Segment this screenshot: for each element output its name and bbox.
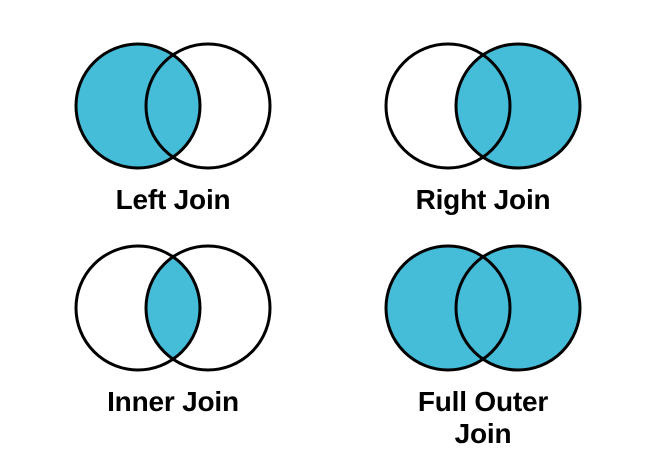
venn-svg-right-join: [384, 42, 582, 170]
region-intersection: [146, 246, 200, 370]
panel-full-outer-join: Full Outer Join: [328, 238, 638, 451]
region-right-only: [456, 246, 580, 370]
circle-right-outline: [144, 244, 272, 372]
circle-right-outline: [454, 244, 582, 372]
venn-left-join: [58, 36, 288, 176]
venn-svg-inner-join: [74, 244, 272, 372]
region-intersection: [146, 44, 200, 168]
circle-right-outline: [454, 42, 582, 170]
venn-inner-join: [58, 238, 288, 378]
venn-svg-full-outer-join: [384, 244, 582, 372]
panel-left-join: Left Join: [18, 36, 328, 216]
circle-left-outline: [74, 42, 202, 170]
panel-inner-join: Inner Join: [18, 238, 328, 418]
circle-right-outline: [144, 42, 272, 170]
venn-right-join: [368, 36, 598, 176]
label-right-join: Right Join: [415, 184, 551, 215]
region-intersection: [456, 44, 510, 168]
label-full-outer-join: Full Outer Join: [417, 386, 549, 450]
circle-left-outline: [384, 244, 512, 372]
circle-left-outline: [384, 42, 512, 170]
panel-right-join: Right Join: [328, 36, 638, 216]
label-inner-join: Inner Join: [107, 386, 239, 417]
label-left-join: Left Join: [115, 184, 231, 215]
circle-left-outline: [74, 244, 202, 372]
venn-full-outer-join: [368, 238, 598, 378]
venn-svg-left-join: [74, 42, 272, 170]
